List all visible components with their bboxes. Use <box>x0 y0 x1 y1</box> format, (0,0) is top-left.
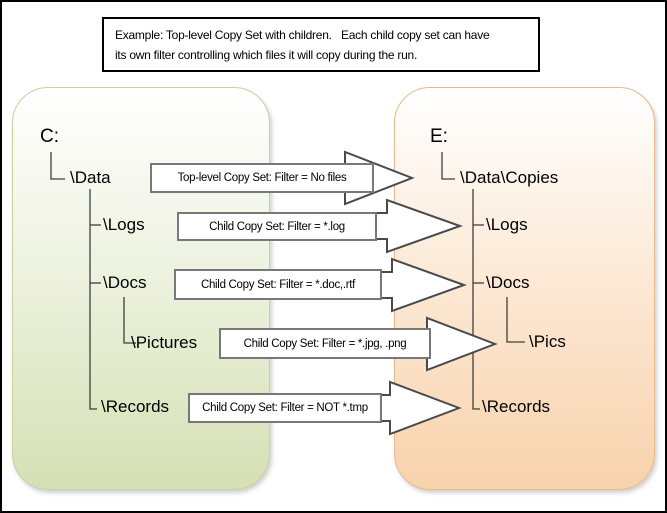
dest-tree-root-elbow <box>441 152 455 180</box>
caption-line-1: Example: Top-level Copy Set with childre… <box>115 28 490 42</box>
dest-tree-pics-elbow <box>506 297 525 343</box>
filter-label-docs: Child Copy Set: Filter = *.doc,.rtf <box>174 269 382 300</box>
source-drive-label: C: <box>40 126 59 147</box>
dest-folder-logs: \Logs <box>486 215 528 234</box>
filter-label-pictures: Child Copy Set: Filter = *.jpg, .png <box>219 328 431 359</box>
dest-folder-docs: \Docs <box>486 273 530 292</box>
caption-box: Example: Top-level Copy Set with childre… <box>102 17 540 72</box>
source-folder-pictures: \Pictures <box>131 333 198 352</box>
dest-folder-pics: \Pics <box>529 332 566 351</box>
dest-tree-trunk <box>472 189 480 410</box>
caption-line-2: its own filter controlling which files i… <box>115 48 418 62</box>
dest-folder-records: \Records <box>482 397 551 416</box>
source-tree-pictures-elbow <box>123 297 136 344</box>
source-folder-docs: \Docs <box>103 273 147 292</box>
source-folder-logs: \Logs <box>103 215 145 234</box>
dest-root-folder: \Data\Copies <box>460 168 559 187</box>
source-tree-trunk <box>89 189 97 410</box>
filter-label-logs: Child Copy Set: Filter = *.log <box>177 212 377 241</box>
filter-label-top-level: Top-level Copy Set: Filter = No files <box>150 163 374 193</box>
source-root-folder: \Data <box>70 168 111 187</box>
filter-label-records: Child Copy Set: Filter = NOT *.tmp <box>188 393 382 423</box>
source-folder-records: \Records <box>101 397 170 416</box>
source-tree-root-elbow <box>50 152 65 180</box>
dest-drive-label: E: <box>430 126 448 147</box>
